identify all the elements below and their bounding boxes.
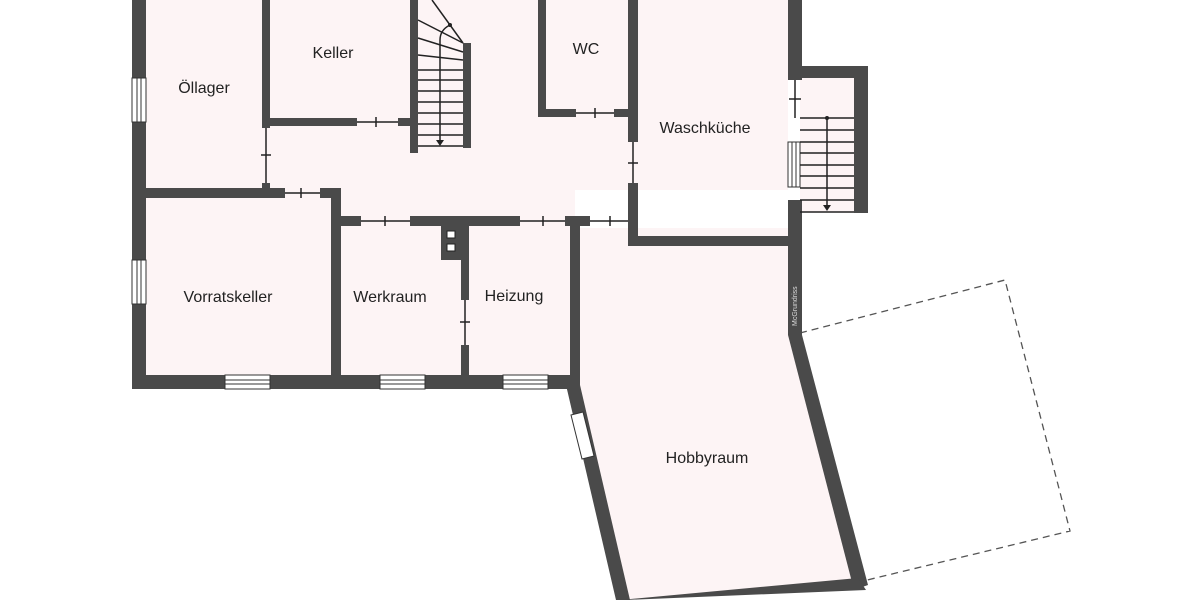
room-label-oellager: Öllager: [178, 79, 230, 97]
room-label-wc: WC: [573, 41, 600, 58]
room-label-waschkueche: Waschküche: [660, 120, 751, 137]
exterior-stair-icon: [800, 116, 854, 213]
room-label-heizung: Heizung: [485, 288, 544, 305]
windows: [131, 77, 801, 460]
stair-icon: [417, 0, 464, 147]
doors: [261, 80, 801, 345]
room-label-werkraum: Werkraum: [353, 289, 427, 306]
room-label-keller: Keller: [313, 45, 355, 62]
watermark: McGrundriss: [792, 286, 799, 326]
room-label-vorratskeller: Vorratskeller: [184, 289, 274, 306]
room-label-hobbyraum: Hobbyraum: [666, 450, 749, 467]
